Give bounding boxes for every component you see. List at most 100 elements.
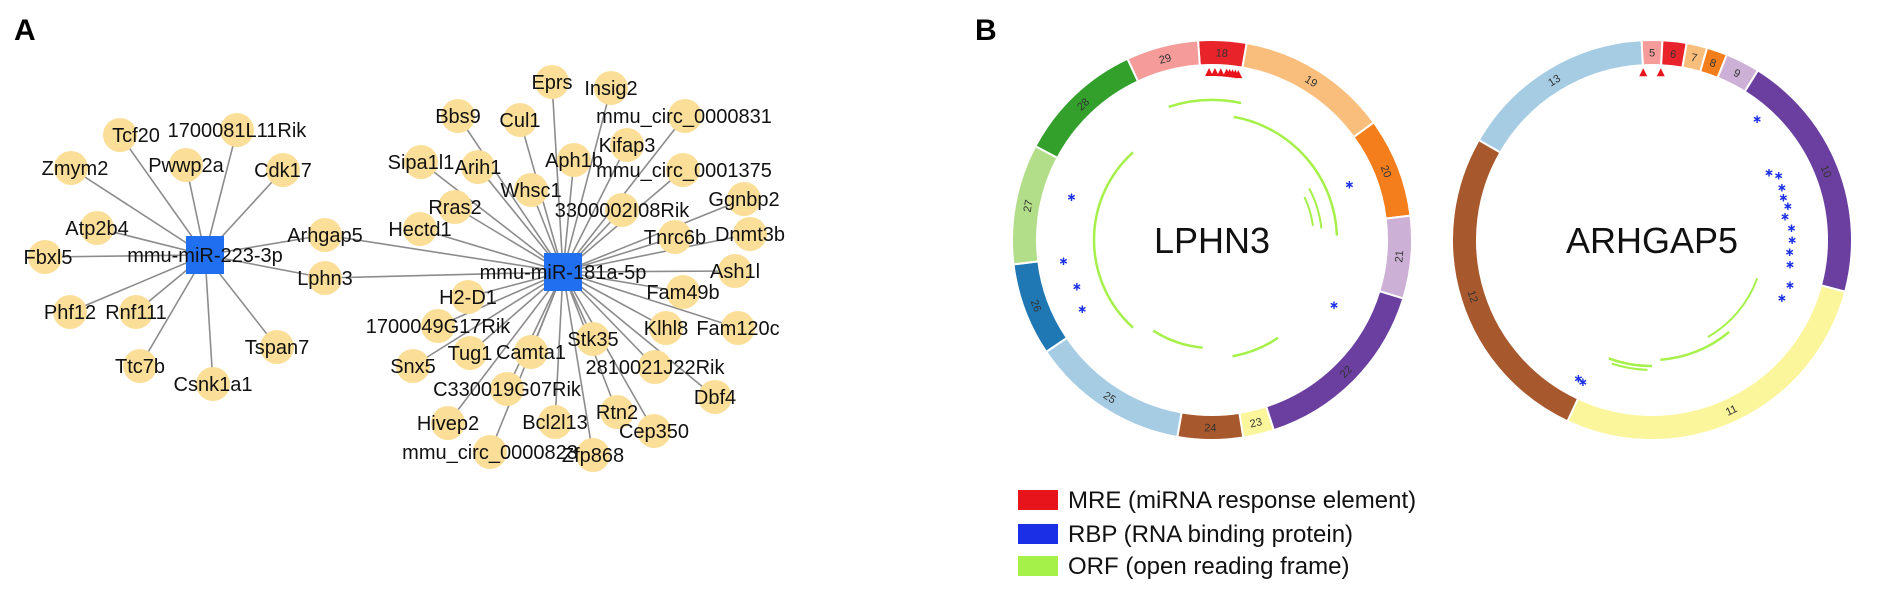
exon-label-9: 9 <box>1731 67 1742 80</box>
gene-node-fam120c <box>721 311 755 345</box>
exon-label-18: 18 <box>1215 47 1228 60</box>
legend-label-rbp: RBP (RNA binding protein) <box>1068 521 1353 548</box>
gene-node-kifap3 <box>610 128 644 162</box>
orf-arc <box>1168 98 1242 109</box>
gene-node-bcl2l13 <box>538 405 572 439</box>
exon-label-29: 29 <box>1158 52 1173 67</box>
gene-label-csnk1a1: Csnk1a1 <box>174 374 253 396</box>
orf-arc <box>1608 357 1653 368</box>
gene-label-arih1: Arih1 <box>455 157 502 179</box>
gene-label-phf12: Phf12 <box>44 302 96 324</box>
exon-label-25: 25 <box>1101 390 1118 407</box>
exon-label-27: 27 <box>1022 199 1036 213</box>
rbp-marker: ∗ <box>1578 375 1588 389</box>
gene-node-1700081l11rik <box>220 113 254 147</box>
gene-node-ttc7b <box>123 349 157 383</box>
rbp-marker: ∗ <box>1329 298 1339 312</box>
rbp-marker: ∗ <box>1573 372 1583 386</box>
orf-arc <box>1152 329 1203 349</box>
exon-segment-12 <box>1451 138 1580 423</box>
gene-label-tspan7: Tspan7 <box>245 337 310 359</box>
gene-node-cdk17 <box>266 153 300 187</box>
exon-segment-19 <box>1241 41 1376 139</box>
gene-node-pwwp2a <box>169 148 203 182</box>
rbp-marker: ∗ <box>1773 169 1783 183</box>
gene-node-ggnbp2 <box>727 182 761 216</box>
gene-node-phf12 <box>53 295 87 329</box>
gene-node-cep350 <box>637 414 671 448</box>
gene-label-sipa1l1: Sipa1l1 <box>388 152 455 174</box>
exon-label-5: 5 <box>1649 48 1655 60</box>
gene-label-fam120c: Fam120c <box>696 318 779 340</box>
hub-label-mir181: mmu-miR-181a-5p <box>480 262 647 284</box>
gene-label-mmu-circ-0000823: mmu_circ_0000823 <box>402 442 578 464</box>
gene-label-fam49b: Fam49b <box>646 282 719 304</box>
exon-segment-25 <box>1044 336 1183 439</box>
gene-nodes <box>28 65 767 472</box>
legend-label-orf: ORF (open reading frame) <box>1068 553 1349 580</box>
legend: MRE (miRNA response element) RBP (RNA bi… <box>1018 487 1416 580</box>
edge-mir181-dbf4 <box>562 271 716 398</box>
exon-segment-13 <box>1477 39 1644 154</box>
gene-node-cul1 <box>503 103 537 137</box>
gene-node-tug1 <box>453 336 487 370</box>
edge-mir181-sipa1l1 <box>420 161 564 273</box>
mre-marker <box>1210 68 1219 77</box>
gene-node-rras2 <box>438 190 472 224</box>
gene-node-3300002i08rik <box>605 193 639 227</box>
legend-swatch-mre <box>1018 490 1058 510</box>
rbp-marker: ∗ <box>1780 210 1790 224</box>
exon-label-21: 21 <box>1393 250 1406 263</box>
exon-segment-22 <box>1264 289 1405 432</box>
exon-label-12: 12 <box>1465 289 1480 304</box>
gene-label-pwwp2a: Pwwp2a <box>148 155 224 177</box>
exon-segment-10 <box>1743 69 1853 293</box>
gene-node-eprs <box>535 65 569 99</box>
edge-mir181-fam120c <box>562 271 739 329</box>
rbp-marker: ∗ <box>1787 233 1797 247</box>
edge-mir181-arhgap5 <box>324 234 564 273</box>
gene-label-1700049g17rik: 1700049G17Rik <box>366 316 512 338</box>
legend-swatch-rbp <box>1018 524 1058 544</box>
gene-label-1700081l11rik: 1700081L11Rik <box>168 120 308 142</box>
gene-node-tnrc6b <box>658 220 692 254</box>
gene-node-tspan7 <box>260 330 294 364</box>
circle-title-lphn3: LPHN3 <box>1154 220 1270 261</box>
edge-mir223-csnk1a1 <box>204 254 214 385</box>
gene-label-kifap3: Kifap3 <box>599 135 656 157</box>
exon-label-24: 24 <box>1204 422 1216 434</box>
exon-label-20: 20 <box>1378 164 1394 180</box>
orf-arc <box>1233 115 1339 236</box>
rbp-marker: ∗ <box>1058 254 1068 268</box>
gene-label-insig2: Insig2 <box>584 78 637 100</box>
gene-node-mmu-circ-0000831 <box>668 99 702 133</box>
edge-mir181-ggnbp2 <box>562 198 745 273</box>
panel-label-b: B <box>975 14 997 47</box>
orf-arc <box>1303 196 1315 226</box>
orf-arc <box>1707 277 1759 338</box>
gene-node-insig2 <box>594 71 628 105</box>
rbp-marker: ∗ <box>1066 190 1076 204</box>
edge-mir181-hivep2 <box>447 271 564 424</box>
gene-node-tcf20 <box>103 118 137 152</box>
exon-label-6: 6 <box>1669 48 1676 61</box>
gene-label-snx5: Snx5 <box>390 356 436 378</box>
rbp-marker: ∗ <box>1778 190 1788 204</box>
rbp-marker: ∗ <box>1785 278 1795 292</box>
gene-label-cep350: Cep350 <box>619 421 689 443</box>
edge-mir223-zmym2 <box>70 167 206 256</box>
gene-node-stk35 <box>576 322 610 356</box>
edge-mir181-hectd1 <box>419 228 564 273</box>
gene-label-mmu-circ-0000831: mmu_circ_0000831 <box>596 106 772 128</box>
gene-label-tnrc6b: Tnrc6b <box>644 227 706 249</box>
gene-node-rtn2 <box>600 395 634 429</box>
orf-arc <box>1308 187 1323 229</box>
gene-label-zmym2: Zmym2 <box>42 158 109 180</box>
gene-label-zfp868: Zfp868 <box>562 445 624 467</box>
gene-label-rtn2: Rtn2 <box>596 402 638 424</box>
gene-label-ggnbp2: Ggnbp2 <box>708 189 779 211</box>
gene-node-c330019g07rik <box>490 372 524 406</box>
gene-label-dnmt3b: Dnmt3b <box>715 224 785 246</box>
